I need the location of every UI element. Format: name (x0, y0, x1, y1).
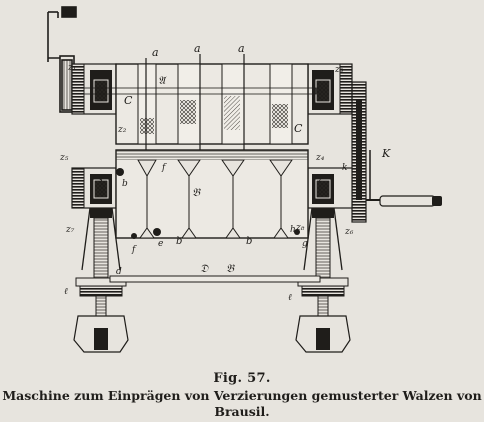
label-z1: z₁ (67, 63, 76, 73)
label-e: e (158, 239, 163, 249)
label-B-mid: 𝔅 (192, 186, 201, 199)
label-B-lower: 𝔅 (226, 262, 235, 275)
upper-left-gear (71, 63, 117, 115)
label-l2: ℓ (288, 293, 292, 303)
label-b2: b (176, 236, 182, 247)
label-A: 𝔄 (158, 74, 167, 87)
caption-line-2: Brausil. (214, 404, 270, 419)
middle-right-gear (307, 167, 353, 209)
right-screw-column (297, 208, 349, 317)
caption-line-1: Maschine zum Einprägen von Verzierungen … (2, 388, 482, 403)
label-a1: a (152, 46, 159, 59)
middle-left-gear (71, 167, 117, 209)
upper-right-gear (307, 63, 353, 115)
machine-illustration: K K z₁ z₂ z₃ z₄ z₅ z₆ z₇ z₈ a a a 𝔄 C C … (47, 5, 442, 353)
left-pedestal (73, 315, 129, 353)
label-b1: b (122, 179, 128, 189)
upper-roller (83, 54, 317, 150)
label-f1: f (161, 163, 167, 173)
label-l1: ℓ (64, 287, 68, 297)
label-a3: a (238, 42, 245, 55)
label-K-right: K (381, 147, 391, 160)
label-k: k (342, 163, 347, 173)
label-h: h (290, 225, 296, 235)
label-d: d (116, 267, 122, 277)
drive-shaft (109, 275, 321, 283)
label-z7: z₇ (65, 225, 75, 235)
label-z4: z₄ (315, 153, 325, 163)
figure-number: Fig. 57. (213, 371, 271, 386)
label-s: s (98, 175, 103, 185)
label-z5: z₅ (59, 153, 69, 163)
label-z3: z₃ (334, 65, 344, 75)
top-crank-handle (47, 6, 77, 113)
label-z: z (317, 175, 323, 185)
lower-roller (115, 149, 309, 239)
label-g: g (302, 239, 308, 249)
label-f2: f (131, 245, 137, 255)
right-pedestal (295, 315, 351, 353)
left-screw-column (75, 208, 127, 317)
frame-legs (81, 207, 343, 271)
label-z8: z₈ (295, 223, 305, 233)
label-z2: z₂ (117, 125, 127, 135)
right-crank-wheel (351, 81, 442, 223)
label-C-left: C (124, 94, 133, 107)
label-a2: a (194, 42, 201, 55)
label-b3: b (246, 236, 252, 247)
label-C-right: C (294, 122, 303, 135)
label-K-top: K (63, 5, 73, 18)
label-D: 𝔇 (200, 262, 209, 275)
label-z6: z₆ (344, 227, 354, 237)
